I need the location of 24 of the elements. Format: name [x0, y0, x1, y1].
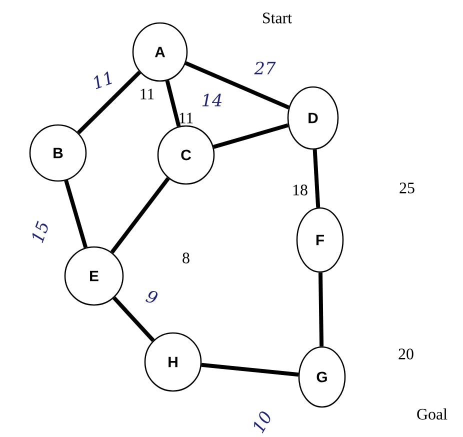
edge-line [76, 70, 142, 134]
edge-line [184, 61, 290, 110]
edge-line [201, 362, 299, 377]
text-label: 25 [400, 182, 414, 194]
edge-line [64, 180, 88, 248]
text-label: Goal [417, 408, 448, 420]
edge-line [165, 80, 181, 127]
text-label: 8 [182, 252, 190, 264]
edge-label: 10 [254, 411, 270, 434]
text-label: 18 [293, 184, 308, 196]
text-label: 11 [180, 112, 193, 124]
edge-line [112, 296, 155, 342]
text-label: 11 [140, 88, 154, 100]
edge-label: 11 [94, 72, 112, 90]
edge-label: 9 [145, 291, 158, 303]
text-label: Start [263, 12, 292, 24]
text-label: 20 [398, 348, 414, 360]
edge-label: 15 [32, 220, 48, 244]
edge-label: 27 [254, 62, 276, 74]
edge-line [312, 149, 320, 208]
edge-line [318, 272, 324, 346]
edge-line [213, 123, 289, 149]
edge-line [110, 177, 170, 254]
edge-label: 14 [202, 94, 222, 106]
